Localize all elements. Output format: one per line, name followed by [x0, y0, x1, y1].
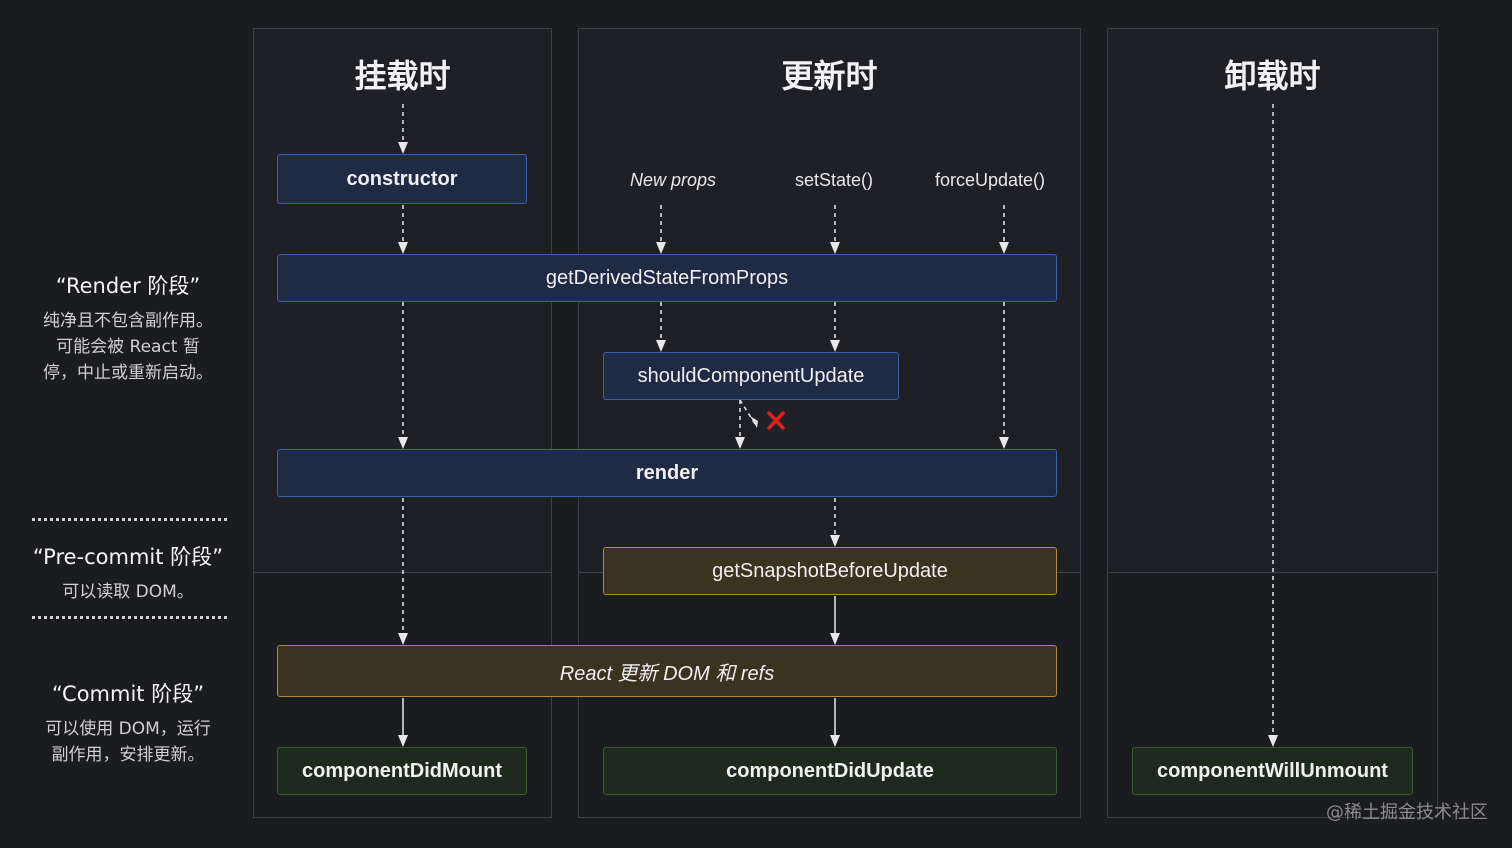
column-unmount-title: 卸载时: [1224, 57, 1321, 95]
arrowhead: [830, 535, 840, 547]
phase-precommit: “Pre-commit 阶段” 可以读取 DOM。: [20, 541, 236, 605]
arrowhead: [398, 437, 408, 449]
column-unmount: 卸载时: [1107, 28, 1438, 818]
constructor-box: constructor: [277, 154, 527, 204]
arrowhead: [830, 633, 840, 645]
phase-commit-desc-line: 副作用，安排更新。: [51, 745, 205, 765]
arrowhead: [830, 735, 840, 747]
phase-render-desc: 纯净且不包含副作用。 可能会被 React 暂 停，中止或重新启动。: [20, 308, 236, 386]
phase-render-title: “Render 阶段”: [55, 274, 201, 298]
arrowhead: [398, 735, 408, 747]
should-update-box: shouldComponentUpdate: [603, 352, 899, 400]
react-updates-dom-box: React 更新 DOM 和 refs: [277, 645, 1057, 697]
phase-commit: “Commit 阶段” 可以使用 DOM，运行 副作用，安排更新。: [20, 678, 236, 768]
phase-commit-desc-line: 可以使用 DOM，运行: [45, 719, 211, 739]
get-derived-state-box: getDerivedStateFromProps: [277, 254, 1057, 302]
arrowhead: [398, 142, 408, 154]
cancel-x-icon: [767, 411, 785, 430]
phase-commit-title: “Commit 阶段”: [51, 682, 205, 706]
watermark: @稀土掘金技术社区: [1326, 802, 1488, 823]
did-update-box: componentDidUpdate: [603, 747, 1057, 795]
render-box: render: [277, 449, 1057, 497]
arrowhead: [999, 242, 1009, 254]
phase-precommit-desc-line: 可以读取 DOM。: [62, 582, 194, 602]
column-update-title: 更新时: [781, 57, 878, 95]
phase-commit-desc: 可以使用 DOM，运行 副作用，安排更新。: [20, 716, 236, 768]
column-mount-title: 挂载时: [354, 57, 451, 95]
arrowhead: [656, 340, 666, 352]
arrowhead: [398, 242, 408, 254]
trigger-new-props: New props: [629, 170, 717, 190]
phase-separator: [32, 518, 227, 521]
phase-precommit-title: “Pre-commit 阶段”: [32, 545, 224, 569]
phase-render-desc-line: 可能会被 React 暂: [56, 337, 200, 357]
did-mount-box: componentDidMount: [277, 747, 527, 795]
trigger-set-state: setState(): [794, 170, 874, 190]
arrowhead: [1268, 735, 1278, 747]
phase-render-desc-line: 纯净且不包含副作用。: [43, 311, 213, 331]
arrowhead: [656, 242, 666, 254]
phase-render-desc-line: 停，中止或重新启动。: [43, 363, 213, 383]
will-unmount-box: componentWillUnmount: [1132, 747, 1413, 795]
arrowhead: [999, 437, 1009, 449]
trigger-force-update: forceUpdate(): [934, 170, 1046, 190]
get-snapshot-box: getSnapshotBeforeUpdate: [603, 547, 1057, 595]
phase-precommit-desc: 可以读取 DOM。: [20, 579, 236, 605]
phase-separator: [32, 616, 227, 619]
phase-render: “Render 阶段” 纯净且不包含副作用。 可能会被 React 暂 停，中止…: [20, 270, 236, 386]
arrowhead: [398, 633, 408, 645]
arrowhead: [830, 340, 840, 352]
arrowhead: [830, 242, 840, 254]
arrowhead: [750, 416, 758, 428]
arrowhead: [735, 437, 745, 449]
